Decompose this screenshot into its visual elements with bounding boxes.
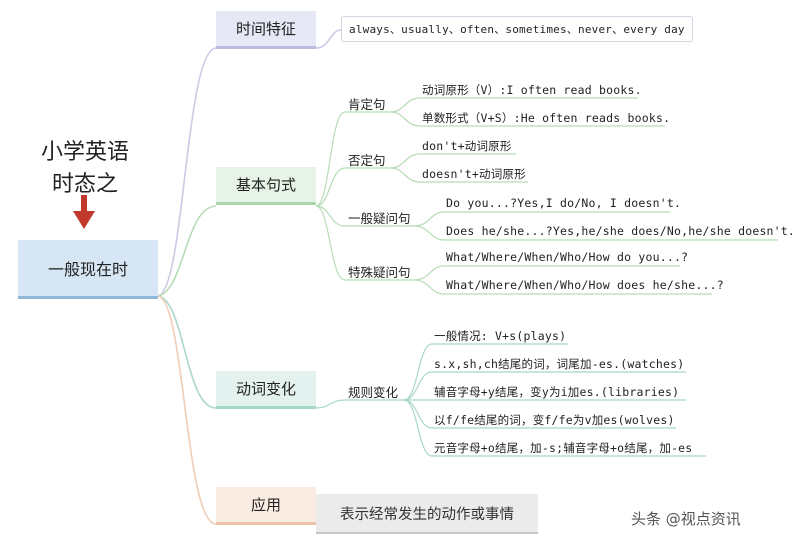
leaf-yesno-1: Do you...?Yes,I do/No, I doesn't.	[446, 196, 682, 210]
branch-apply-label: 应用	[250, 496, 281, 514]
node-negative: 否定句	[348, 153, 386, 168]
node-wh-question: 特殊疑问句	[348, 265, 411, 280]
leaf-affirmative-1: 动词原形（V）:I often read books.	[422, 83, 642, 97]
branch-time-label: 时间特征	[235, 20, 296, 38]
leaf-rule-2: s.x,sh,ch结尾的词，词尾加-es.(watches)	[434, 357, 685, 371]
leaf-wh-2: What/Where/When/Who/How does he/she...?	[446, 278, 724, 292]
leaf-negative-1: don't+动词原形	[422, 139, 512, 153]
branch-pattern: 基本句式	[216, 167, 316, 205]
watermark: 头条 @视点资讯	[631, 510, 741, 528]
leaf-rule-3: 辅音字母+y结尾，变y为i加es.(libraries)	[434, 385, 680, 399]
node-regular-change: 规则变化	[348, 385, 399, 400]
branch-verb: 动词变化	[216, 371, 316, 409]
leaf-yesno-2: Does he/she...?Yes,he/she does/No,he/she…	[446, 224, 794, 238]
time-value: always、usually、often、sometimes、never、eve…	[349, 23, 685, 36]
leaf-rule-1: 一般情况: V+s(plays)	[434, 329, 567, 343]
leaf-wh-1: What/Where/When/Who/How do you...?	[446, 250, 689, 264]
node-affirmative: 肯定句	[348, 97, 386, 112]
arrow-down-icon	[73, 195, 95, 229]
branch-apply: 应用	[216, 487, 316, 525]
apply-value: 表示经常发生的动作或事情	[340, 506, 514, 523]
root-node: 一般现在时	[18, 240, 158, 299]
branch-pattern-label: 基本句式	[235, 176, 296, 194]
leaf-rule-4: 以f/fe结尾的词，变f/fe为v加es(wolves)	[434, 413, 675, 427]
branch-time: 时间特征	[216, 11, 316, 49]
diagram-title-line2: 时态之	[51, 172, 118, 197]
root-label: 一般现在时	[47, 260, 128, 279]
leaf-negative-2: doesn't+动词原形	[422, 167, 526, 181]
time-value-box: always、usually、often、sometimes、never、eve…	[341, 16, 693, 42]
node-yesno-question: 一般疑问句	[348, 211, 411, 226]
leaf-affirmative-2: 单数形式（V+S）:He often reads books.	[422, 111, 671, 125]
diagram-title-line1: 小学英语	[40, 140, 129, 165]
branch-verb-label: 动词变化	[235, 380, 296, 398]
leaf-rule-5: 元音字母+o结尾，加-s;辅音字母+o结尾，加-es	[434, 441, 693, 455]
apply-value-box: 表示经常发生的动作或事情	[316, 494, 538, 534]
